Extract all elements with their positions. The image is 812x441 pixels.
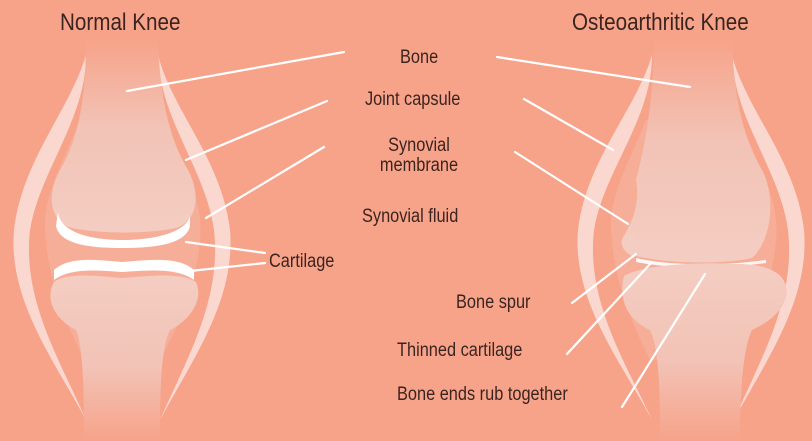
leader-capsule-left xyxy=(186,101,327,160)
title-osteoarthritic-knee: Osteoarthritic Knee xyxy=(572,10,749,35)
label-cartilage: Cartilage xyxy=(269,252,334,272)
label-bone: Bone xyxy=(400,48,438,68)
title-normal-knee: Normal Knee xyxy=(60,10,180,35)
label-synovial-membrane-line2: membrane xyxy=(376,156,462,176)
leader-capsule-right xyxy=(524,99,613,150)
label-synovial-membrane-line1: Synovial xyxy=(376,136,462,156)
label-joint-capsule: Joint capsule xyxy=(365,90,460,110)
label-thinned-cartilage: Thinned cartilage xyxy=(397,341,522,361)
normal-lower-bone xyxy=(50,276,198,441)
osteoarthritic-knee xyxy=(577,40,804,441)
label-bone-spur: Bone spur xyxy=(456,293,530,313)
label-bone-ends-rub-together: Bone ends rub together xyxy=(397,385,568,405)
normal-knee xyxy=(13,40,230,441)
label-synovial-membrane: Synovial membrane xyxy=(376,136,462,176)
label-synovial-fluid: Synovial fluid xyxy=(362,207,458,227)
leader-membrane-left xyxy=(206,147,324,218)
